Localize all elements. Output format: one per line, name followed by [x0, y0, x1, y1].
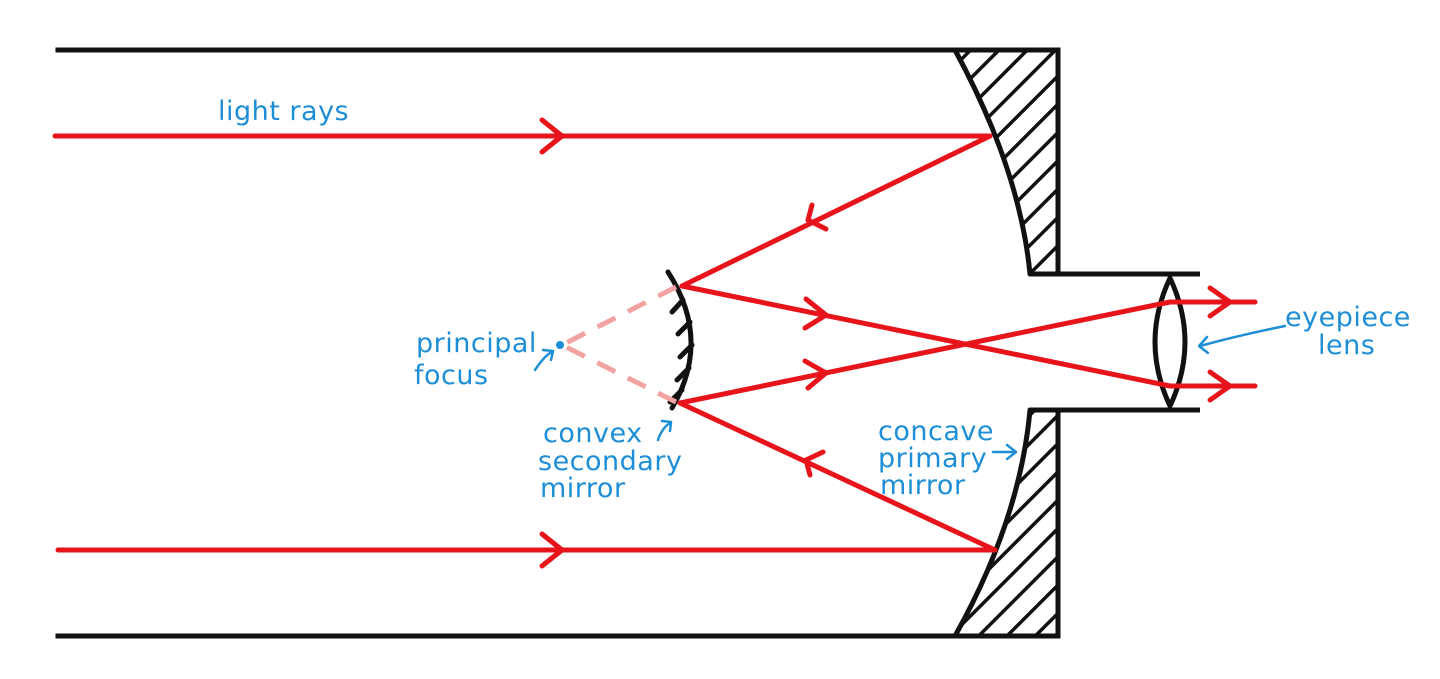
virtual-rays — [560, 284, 678, 405]
label-principal-focus-line1: principal — [416, 328, 537, 359]
principal-focus-point — [556, 341, 564, 349]
reflected-ray-top — [679, 133, 993, 289]
label-principal-focus-line2: focus — [414, 360, 489, 391]
primary-mirror-lower — [952, 407, 1061, 639]
secondary-mirror-pointer — [656, 421, 672, 442]
secondary-mirror-hatch — [674, 365, 692, 383]
principal-focus-pointer — [533, 350, 554, 372]
reflected-ray-bottom — [677, 400, 998, 553]
eyepiece-pointer-head — [1197, 335, 1210, 355]
secondary-mirror — [665, 269, 695, 411]
secondary-mirror-hatch — [669, 297, 686, 315]
principal-focus-pointer-head — [541, 348, 555, 362]
light-rays — [52, 117, 1258, 569]
arrow-head-exit-bottom — [1207, 369, 1233, 403]
secondary-ray-crossing-up — [677, 299, 1173, 406]
primary-mirror-upper — [952, 47, 1061, 277]
label-eyepiece-line2: lens — [1318, 330, 1375, 361]
arrow-head-crossing-up — [802, 358, 829, 391]
label-convex-line2: secondary — [538, 446, 682, 477]
arrow-head-top-incoming — [539, 117, 565, 155]
label-light-rays: light rays — [218, 96, 349, 127]
virtual-ray-upper — [560, 284, 678, 348]
secondary-mirror-hatch — [677, 342, 695, 360]
labels: light rays principal focus convex second… — [218, 96, 1411, 504]
label-convex-line1: convex — [543, 418, 643, 449]
virtual-ray-lower — [560, 342, 678, 405]
arrow-head-top-reflected — [805, 202, 829, 232]
eyepiece-lens — [1152, 272, 1188, 412]
secondary-mirror-pointer-head — [660, 419, 673, 433]
secondary-ray-crossing-down — [679, 283, 1173, 389]
arrow-head-exit-top — [1207, 285, 1233, 319]
label-convex-line3: mirror — [540, 473, 626, 504]
arrow-head-bottom-incoming — [539, 531, 565, 569]
label-concave-line1: concave — [878, 416, 994, 447]
label-concave-line3: mirror — [880, 470, 966, 501]
label-eyepiece-line1: eyepiece — [1285, 302, 1411, 333]
secondary-mirror-hatch — [675, 319, 693, 337]
label-concave-line2: primary — [878, 443, 987, 474]
label-pointers — [533, 324, 1287, 461]
eyepiece-pointer — [1198, 324, 1287, 348]
arrow-head-bottom-reflected — [803, 449, 826, 478]
arrow-head-crossing-down — [802, 296, 829, 331]
secondary-mirror-surface — [665, 269, 694, 411]
primary-mirror-pointer-head — [1005, 443, 1018, 461]
